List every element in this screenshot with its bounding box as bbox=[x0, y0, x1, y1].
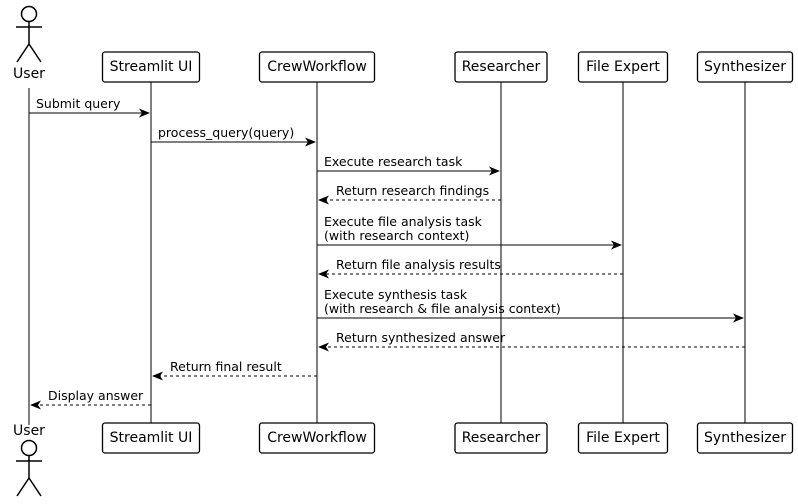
arrowhead-icon bbox=[733, 313, 744, 323]
message-9: Return final result bbox=[152, 359, 317, 381]
message-label: Submit query bbox=[36, 96, 121, 111]
participant-headers: User Streamlit UI CrewWorkflow Researcher Fi… bbox=[13, 5, 794, 83]
participant-label: Synthesizer bbox=[704, 59, 786, 75]
participant-box bbox=[258, 422, 376, 454]
participant-label: Streamlit UI bbox=[110, 59, 193, 75]
arrowhead-icon bbox=[611, 240, 622, 250]
participant-user-top-actor-icon bbox=[16, 5, 42, 63]
participant-box bbox=[577, 422, 669, 454]
message-10: Display answer bbox=[30, 388, 151, 410]
message-label: Return final result bbox=[170, 359, 282, 374]
participant-crew-top: CrewWorkflow bbox=[258, 51, 376, 83]
message-label: process_query(query) bbox=[158, 125, 294, 140]
participant-label: Researcher bbox=[462, 430, 541, 446]
message-label: Return file analysis results bbox=[336, 257, 501, 272]
message-label: Display answer bbox=[48, 388, 144, 403]
arrowhead-icon bbox=[318, 342, 329, 352]
message-label: Execute research task bbox=[324, 154, 463, 169]
participant-box bbox=[101, 422, 201, 454]
arrowhead-icon bbox=[305, 137, 316, 147]
participant-synth-top: Synthesizer bbox=[696, 51, 794, 83]
participant-fileexpert-bottom: File Expert bbox=[577, 422, 669, 454]
arrowhead-icon bbox=[318, 269, 329, 279]
messages: Submit query process_query(query) Execute … bbox=[29, 96, 745, 410]
participant-box bbox=[101, 51, 201, 83]
lifelines bbox=[28, 82, 746, 425]
message-7: Execute synthesis task(with research & f… bbox=[317, 287, 744, 323]
arrowhead-icon bbox=[318, 195, 329, 205]
participant-user-top-label: User bbox=[13, 66, 45, 82]
participant-ui-top: Streamlit UI bbox=[101, 51, 201, 83]
message-label: Return research findings bbox=[336, 183, 489, 198]
participant-footers: User Streamlit UI CrewWorkflow Researcher Fi… bbox=[13, 422, 794, 497]
participant-label: CrewWorkflow bbox=[267, 430, 367, 446]
participant-label: CrewWorkflow bbox=[267, 59, 367, 75]
participant-researcher-top: Researcher bbox=[454, 51, 548, 83]
participant-label: File Expert bbox=[586, 59, 660, 75]
arrowhead-icon bbox=[30, 400, 41, 410]
participant-user-bottom-actor-icon bbox=[16, 439, 42, 497]
participant-box bbox=[258, 51, 376, 83]
message-label: Return synthesized answer bbox=[336, 330, 506, 345]
participant-label: Streamlit UI bbox=[110, 430, 193, 446]
participant-box bbox=[454, 422, 548, 454]
participant-box bbox=[696, 422, 794, 454]
participant-label: Synthesizer bbox=[704, 430, 786, 446]
message-label: Execute file analysis task bbox=[324, 214, 483, 229]
participant-ui-bottom: Streamlit UI bbox=[101, 422, 201, 454]
participant-researcher-bottom: Researcher bbox=[454, 422, 548, 454]
message-5: Execute file analysis task(with research… bbox=[317, 214, 622, 250]
message-2: process_query(query) bbox=[151, 125, 316, 147]
participant-box bbox=[577, 51, 669, 83]
participant-user-bottom-label: User bbox=[13, 423, 45, 439]
participant-label: File Expert bbox=[586, 430, 660, 446]
message-label: Execute synthesis task bbox=[324, 287, 468, 302]
participant-crew-bottom: CrewWorkflow bbox=[258, 422, 376, 454]
message-8: Return synthesized answer bbox=[318, 330, 745, 352]
message-label: (with research & file analysis context) bbox=[324, 301, 561, 316]
arrowhead-icon bbox=[139, 108, 150, 118]
participant-synth-bottom: Synthesizer bbox=[696, 422, 794, 454]
message-4: Return research findings bbox=[318, 183, 501, 205]
message-3: Execute research task bbox=[317, 154, 500, 176]
participant-box bbox=[696, 51, 794, 83]
participant-box bbox=[454, 51, 548, 83]
message-6: Return file analysis results bbox=[318, 257, 623, 279]
message-1: Submit query bbox=[29, 96, 150, 118]
message-label: (with research context) bbox=[324, 228, 469, 243]
arrowhead-icon bbox=[489, 166, 500, 176]
participant-label: Researcher bbox=[462, 59, 541, 75]
participant-fileexpert-top: File Expert bbox=[577, 51, 669, 83]
arrowhead-icon bbox=[152, 371, 163, 381]
